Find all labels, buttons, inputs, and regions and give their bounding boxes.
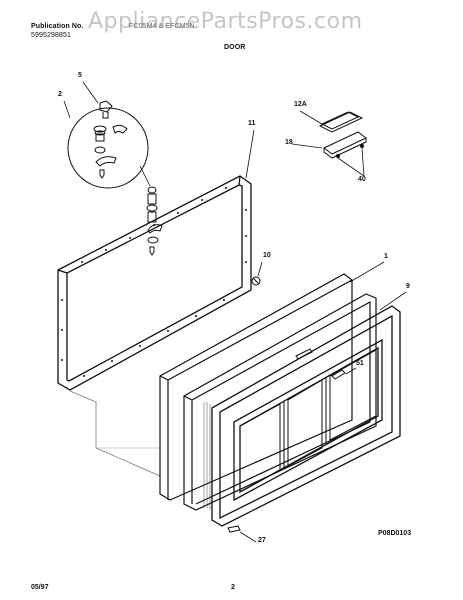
- screw-icon: [251, 276, 261, 286]
- callout-2: 2: [58, 91, 62, 98]
- gasket-dots: [61, 187, 247, 377]
- drawing-code: P08D0103: [378, 530, 412, 537]
- callout-51: 51: [356, 360, 364, 367]
- section-title: DOOR: [224, 44, 246, 51]
- publication-number: 5995298851: [31, 32, 71, 39]
- callout-11: 11: [248, 120, 256, 127]
- model-line: FC05M4 & EFCM5N: [129, 23, 195, 30]
- handle-icon: [295, 348, 346, 380]
- watermark: AppliancePartsPros.com: [88, 9, 363, 34]
- door-gasket: [57, 175, 252, 391]
- publication-label: Publication No.: [31, 23, 84, 30]
- callout-1: 1: [384, 253, 388, 260]
- callout-5: 5: [78, 72, 82, 79]
- callout-10: 10: [263, 252, 271, 259]
- callout-9: 9: [406, 283, 410, 290]
- door-frame: [211, 305, 401, 527]
- callout-40: 40: [358, 176, 366, 183]
- hinge-detail-circle: [67, 107, 149, 189]
- callout-18: 18: [285, 139, 293, 146]
- footer-date: 05/97: [31, 584, 49, 591]
- door-panels: [239, 349, 377, 493]
- frame-hatching: [203, 402, 211, 510]
- hinge-parts-icon: [93, 100, 128, 179]
- callout-12a: 12A: [294, 101, 307, 108]
- lock-bracket-assembly: [318, 111, 367, 159]
- hinge-assembly-icon: [146, 186, 163, 256]
- inner-door-liner: [183, 293, 377, 511]
- callout-27: 27: [258, 537, 266, 544]
- outer-door-panel: [159, 273, 353, 501]
- footer-page-number: 2: [231, 584, 235, 591]
- bottom-part-icon: [227, 525, 241, 533]
